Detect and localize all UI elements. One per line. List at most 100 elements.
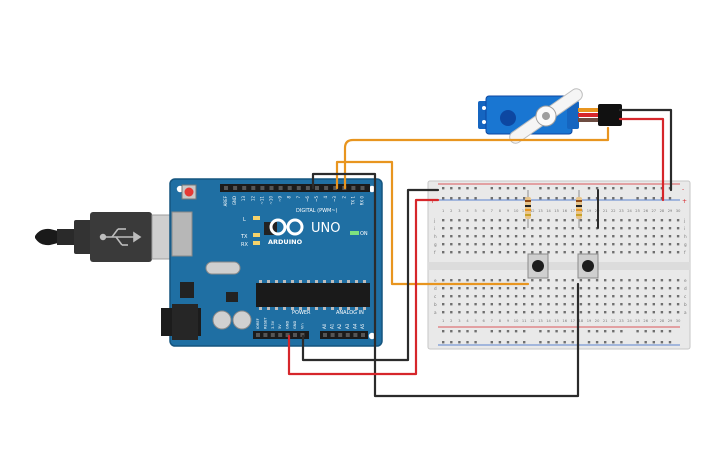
terminal-hole[interactable] <box>644 303 647 306</box>
terminal-hole[interactable] <box>523 219 526 222</box>
terminal-hole[interactable] <box>482 219 485 222</box>
terminal-hole[interactable] <box>514 235 518 238</box>
terminal-hole[interactable] <box>644 295 647 298</box>
terminal-hole[interactable] <box>652 251 655 254</box>
digital-pin-socket[interactable] <box>324 186 329 190</box>
terminal-hole[interactable] <box>442 227 445 230</box>
terminal-hole[interactable] <box>442 279 445 282</box>
terminal-hole[interactable] <box>668 227 672 230</box>
terminal-hole[interactable] <box>466 311 469 314</box>
digital-pin-socket[interactable] <box>269 186 274 190</box>
terminal-hole[interactable] <box>450 295 453 298</box>
terminal-hole[interactable] <box>523 235 526 238</box>
terminal-hole[interactable] <box>547 227 550 230</box>
terminal-hole[interactable] <box>628 243 631 246</box>
rail-hole[interactable] <box>450 197 453 200</box>
terminal-hole[interactable] <box>612 227 615 230</box>
power-pin-socket[interactable] <box>256 333 260 337</box>
terminal-hole[interactable] <box>547 311 550 314</box>
terminal-hole[interactable] <box>652 295 655 298</box>
terminal-hole[interactable] <box>474 279 477 282</box>
terminal-hole[interactable] <box>628 251 631 254</box>
terminal-hole[interactable] <box>604 311 607 314</box>
terminal-hole[interactable] <box>628 287 631 290</box>
terminal-hole[interactable] <box>555 303 558 306</box>
terminal-hole[interactable] <box>450 251 453 254</box>
terminal-hole[interactable] <box>644 219 647 222</box>
digital-pin-socket[interactable] <box>242 186 247 190</box>
terminal-hole[interactable] <box>498 251 502 254</box>
rail-hole[interactable] <box>612 330 615 333</box>
terminal-hole[interactable] <box>652 287 655 290</box>
rail-hole[interactable] <box>490 330 493 333</box>
terminal-hole[interactable] <box>636 311 639 314</box>
rail-hole[interactable] <box>595 330 599 333</box>
terminal-hole[interactable] <box>676 219 680 222</box>
terminal-hole[interactable] <box>668 243 672 246</box>
terminal-hole[interactable] <box>644 235 647 238</box>
terminal-hole[interactable] <box>531 251 534 254</box>
rail-hole[interactable] <box>555 330 558 333</box>
terminal-hole[interactable] <box>652 303 655 306</box>
terminal-hole[interactable] <box>620 303 623 306</box>
terminal-hole[interactable] <box>636 287 639 290</box>
power-pin-socket[interactable] <box>270 333 275 337</box>
rail-hole[interactable] <box>498 187 502 190</box>
terminal-hole[interactable] <box>490 219 493 222</box>
terminal-hole[interactable] <box>579 251 583 254</box>
terminal-hole[interactable] <box>514 243 518 246</box>
terminal-hole[interactable] <box>523 295 526 298</box>
rail-hole[interactable] <box>563 341 566 344</box>
terminal-hole[interactable] <box>523 243 526 246</box>
rail-hole[interactable] <box>450 187 453 190</box>
terminal-hole[interactable] <box>612 287 615 290</box>
terminal-hole[interactable] <box>555 227 558 230</box>
terminal-hole[interactable] <box>547 279 550 282</box>
wire-arduino-gnd-top[interactable] <box>311 172 580 398</box>
terminal-hole[interactable] <box>587 303 591 306</box>
terminal-hole[interactable] <box>458 235 461 238</box>
terminal-hole[interactable] <box>466 219 469 222</box>
terminal-hole[interactable] <box>474 287 477 290</box>
terminal-hole[interactable] <box>539 251 542 254</box>
terminal-hole[interactable] <box>563 251 566 254</box>
rail-hole[interactable] <box>458 187 461 190</box>
digital-pin-socket[interactable] <box>251 186 256 190</box>
terminal-hole[interactable] <box>595 311 599 314</box>
terminal-hole[interactable] <box>458 227 461 230</box>
rail-hole[interactable] <box>652 197 655 200</box>
terminal-hole[interactable] <box>644 279 647 282</box>
terminal-hole[interactable] <box>571 227 574 230</box>
terminal-hole[interactable] <box>450 279 453 282</box>
rail-hole[interactable] <box>442 197 445 200</box>
terminal-hole[interactable] <box>482 235 485 238</box>
terminal-hole[interactable] <box>579 243 583 246</box>
rail-hole[interactable] <box>514 197 518 200</box>
terminal-hole[interactable] <box>458 219 461 222</box>
rail-hole[interactable] <box>636 341 639 344</box>
rail-hole[interactable] <box>620 187 623 190</box>
terminal-hole[interactable] <box>579 235 583 238</box>
terminal-hole[interactable] <box>644 287 647 290</box>
terminal-hole[interactable] <box>506 303 510 306</box>
terminal-hole[interactable] <box>458 311 461 314</box>
rail-hole[interactable] <box>555 187 558 190</box>
terminal-hole[interactable] <box>490 235 493 238</box>
terminal-hole[interactable] <box>644 251 647 254</box>
rail-hole[interactable] <box>539 197 542 200</box>
terminal-hole[interactable] <box>498 219 502 222</box>
rail-hole[interactable] <box>539 330 542 333</box>
terminal-hole[interactable] <box>604 303 607 306</box>
rail-hole[interactable] <box>523 330 526 333</box>
terminal-hole[interactable] <box>628 311 631 314</box>
terminal-hole[interactable] <box>595 295 599 298</box>
terminal-hole[interactable] <box>636 251 639 254</box>
rail-hole[interactable] <box>644 330 647 333</box>
terminal-hole[interactable] <box>442 251 445 254</box>
terminal-hole[interactable] <box>595 287 599 290</box>
digital-pin-socket[interactable] <box>278 186 283 190</box>
terminal-hole[interactable] <box>628 235 631 238</box>
terminal-hole[interactable] <box>595 303 599 306</box>
terminal-hole[interactable] <box>547 235 550 238</box>
terminal-hole[interactable] <box>644 311 647 314</box>
